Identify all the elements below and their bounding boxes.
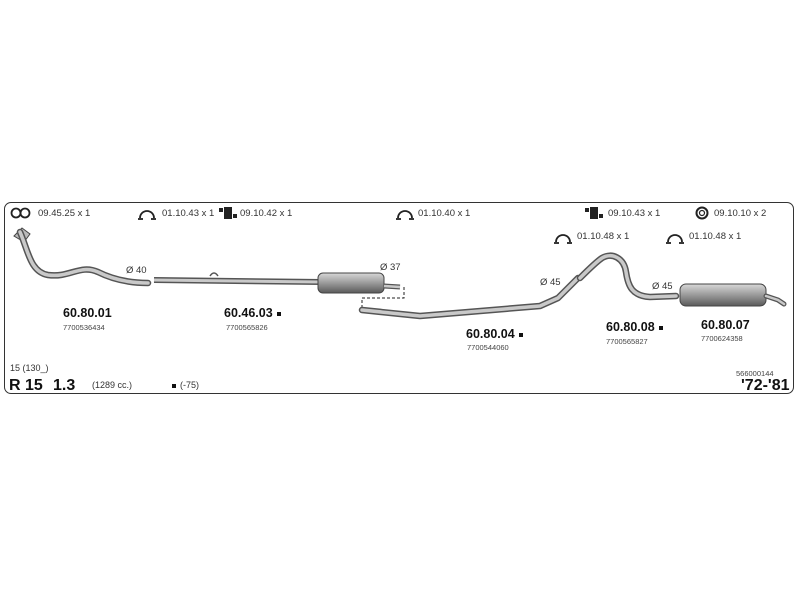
accessory-label: 01.10.40 x 1 [418,208,471,219]
gasket-ring-icon [10,207,31,219]
diameter-label: Ø 40 [126,265,147,276]
rubber-mount-icon [585,207,603,219]
oem-number: 7700565826 [226,323,268,332]
vehicle-years: '72-'81 [741,377,790,394]
marker-square-icon [518,332,523,337]
vehicle-model: R 15 [9,377,43,394]
clamp-icon [554,234,572,244]
clamp-icon [666,234,684,244]
diameter-label: Ø 45 [540,277,561,288]
part-number: 60.80.04 [466,327,515,341]
marker-square-icon [658,325,663,330]
vehicle-displacement: (1289 cc.) [92,380,133,390]
accessory-label: 09.45.25 x 1 [38,208,91,219]
part-number-with-marker[interactable]: 60.80.04 [466,327,523,341]
accessory-label: 09.10.10 x 2 [714,208,767,219]
clamp-icon [138,210,156,220]
part-number[interactable]: 60.80.01 [63,306,112,320]
oem-number: 7700624358 [701,334,743,343]
accessory-label: 01.10.48 x 1 [577,231,630,242]
part-number: 60.80.08 [606,320,655,334]
vehicle-engine: 1.3 [53,377,76,394]
marker-square-icon [172,383,176,388]
marker-legend: (-75) [172,380,199,390]
accessory-label: 09.10.42 x 1 [240,208,293,219]
rubber-mount-icon [219,207,237,219]
clamp-icon [396,210,414,220]
dashed-connection-box [361,287,405,312]
part-number[interactable]: 60.80.07 [701,318,750,332]
catalog-number: 566000144 [736,369,774,378]
hanger-ring-icon [695,206,709,220]
middle-pipe-60-46-03[interactable] [153,272,401,294]
oem-number: 7700544060 [467,343,509,352]
long-pipe-60-80-04[interactable] [358,274,582,320]
oem-number: 7700565827 [606,337,648,346]
part-number-with-marker[interactable]: 60.80.08 [606,320,663,334]
oem-number: 7700536434 [63,323,105,332]
rear-silencer-60-80-07[interactable] [679,283,787,307]
accessory-label: 01.10.43 x 1 [162,208,215,219]
diameter-label: Ø 45 [652,281,673,292]
accessory-label: 09.10.43 x 1 [608,208,661,219]
part-number: 60.46.03 [224,306,273,320]
part-number-with-marker[interactable]: 60.46.03 [224,306,281,320]
marker-legend-text: (-75) [180,380,200,390]
marker-square-icon [276,311,281,316]
bent-pipe-60-80-08[interactable] [576,252,680,301]
accessory-label: 01.10.48 x 1 [689,231,742,242]
diameter-label: Ø 37 [380,262,401,273]
front-pipe-60-80-01[interactable] [13,227,152,287]
vehicle-variant: 15 (130_) [10,363,49,373]
